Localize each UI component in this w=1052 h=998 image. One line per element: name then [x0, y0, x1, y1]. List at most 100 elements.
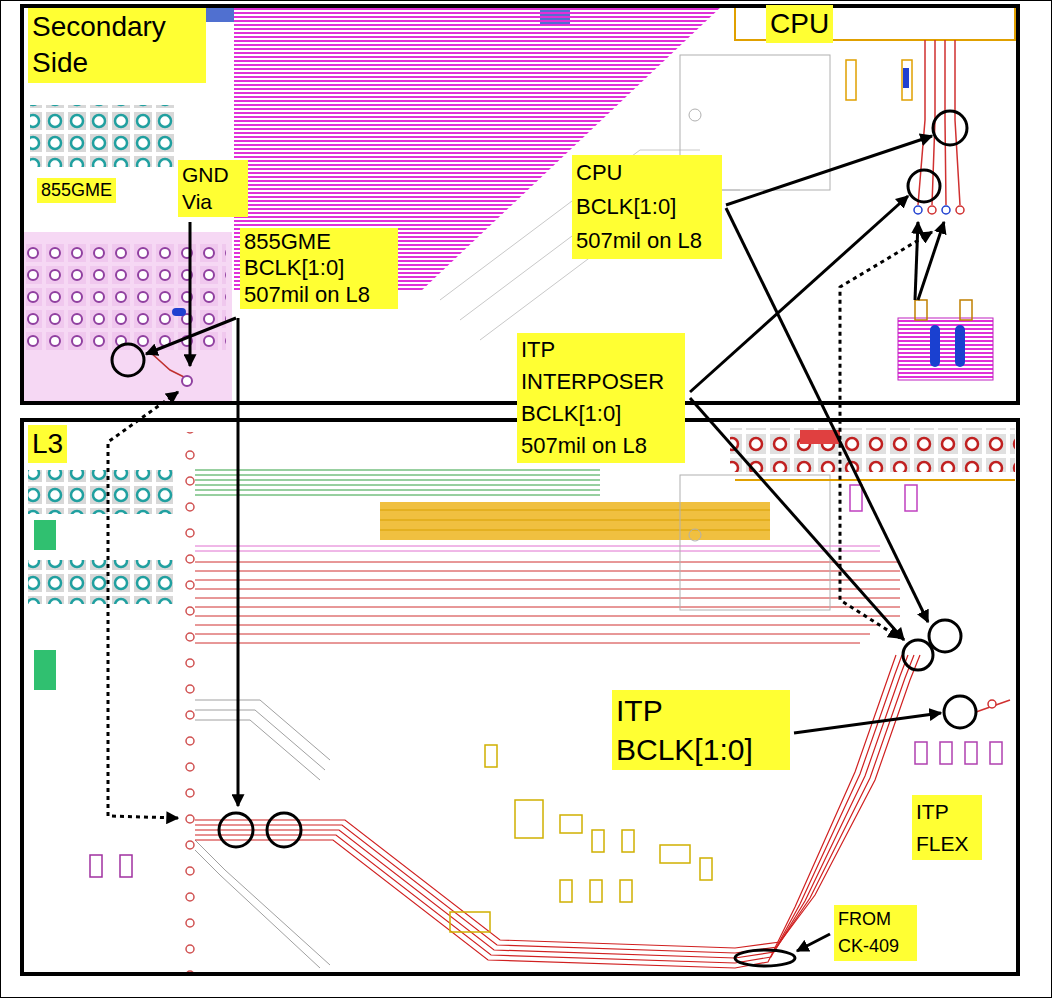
callout-circle — [112, 344, 144, 376]
leader-arrow — [237, 318, 240, 806]
via — [942, 206, 950, 214]
callout-ellipse — [735, 950, 795, 966]
component-pad — [560, 880, 572, 902]
pad — [172, 308, 186, 316]
via — [928, 206, 936, 214]
socket-outline — [735, 479, 1015, 481]
component-pad — [515, 800, 543, 838]
callout-label: 855GME — [37, 178, 116, 203]
pad — [955, 325, 965, 367]
callout-label: ITP BCLK[1:0] — [612, 690, 790, 770]
label-text: ITP FLEX — [916, 796, 978, 859]
label-text: L3 — [32, 426, 63, 462]
via — [914, 206, 922, 214]
chip-area — [22, 232, 232, 402]
leader-arrow — [797, 934, 830, 951]
leader-arrow — [690, 398, 904, 640]
leader-arrow — [794, 713, 941, 733]
callout-label: CPU — [766, 5, 833, 43]
connector-pad — [965, 742, 977, 764]
callout-circle — [903, 640, 933, 670]
trace — [976, 700, 1010, 712]
callout-label: CPU BCLK[1:0] 507mil on L8 — [572, 155, 722, 259]
component-pad — [120, 855, 132, 877]
pad — [34, 650, 56, 690]
component-pad — [592, 830, 604, 852]
mounting-hole — [689, 529, 701, 541]
callout-label: Secondary Side — [28, 8, 206, 83]
label-text: GND Via — [182, 161, 244, 216]
pad — [34, 520, 56, 550]
via-field — [730, 428, 1015, 472]
leader-arrow — [918, 222, 944, 300]
pad — [903, 68, 909, 88]
component-pad — [485, 745, 497, 767]
callout-label: GND Via — [178, 160, 248, 217]
callout-label: ITP FLEX — [912, 795, 982, 860]
plane-hatch — [898, 318, 993, 380]
mounting-hole — [689, 109, 701, 121]
leader-arrow — [690, 196, 908, 392]
via-field — [28, 470, 173, 514]
trace — [440, 150, 740, 340]
clock-trace — [195, 655, 902, 963]
component-pad — [622, 830, 634, 852]
gnd-via — [182, 376, 192, 386]
via-column — [175, 432, 195, 972]
label-text: FROM CK-409 — [838, 906, 913, 960]
callout-circle — [267, 813, 301, 847]
callout-label: 855GME BCLK[1:0] 507mil on L8 — [240, 228, 398, 309]
component-pad — [90, 855, 102, 877]
label-text: CPU — [770, 6, 829, 42]
component-pad — [450, 912, 490, 932]
connector-pad — [915, 742, 927, 764]
leader-arrow — [146, 318, 236, 354]
connector-pad — [940, 742, 952, 764]
callout-circle — [933, 111, 967, 145]
label-text: 855GME — [41, 179, 112, 202]
label-text: Secondary Side — [32, 9, 202, 82]
pad — [905, 485, 917, 511]
label-text: ITP BCLK[1:0] — [616, 691, 786, 769]
callout-label: FROM CK-409 — [834, 905, 917, 961]
clock-trace — [195, 655, 920, 948]
callout-circle — [944, 696, 976, 728]
pad — [915, 300, 927, 320]
dotted-leader — [840, 232, 932, 638]
callout-label: ITP INTERPOSER BCLK[1:0] 507mil on L8 — [517, 333, 685, 463]
label-text: ITP INTERPOSER BCLK[1:0] 507mil on L8 — [521, 334, 681, 462]
trace-bundle — [195, 562, 900, 643]
pad — [960, 300, 972, 320]
callout-circle — [908, 170, 940, 202]
via — [956, 206, 964, 214]
leader-arrow — [915, 222, 918, 300]
clock-trace — [195, 655, 896, 968]
pad — [850, 485, 862, 511]
component-pad — [700, 858, 712, 880]
clock-trace — [195, 655, 908, 958]
clock-trace — [195, 655, 914, 953]
package-outline — [680, 475, 830, 610]
component-pad — [620, 880, 632, 902]
via-field — [30, 105, 175, 167]
trace-bundle — [195, 470, 600, 495]
trace-bundle — [195, 700, 330, 968]
dotted-leader — [108, 392, 178, 818]
via — [988, 700, 996, 708]
component-pad — [590, 880, 602, 902]
callout-circle — [929, 620, 961, 652]
plane-region — [380, 502, 770, 540]
label-text: 855GME BCLK[1:0] 507mil on L8 — [244, 229, 394, 308]
leader-arrow — [189, 222, 192, 366]
component-pad — [660, 845, 690, 863]
callout-label: L3 — [28, 425, 67, 463]
label-text: CPU BCLK[1:0] 507mil on L8 — [576, 156, 718, 258]
pad — [846, 60, 856, 100]
pad — [930, 325, 940, 367]
via-field — [28, 560, 173, 604]
trace-bundle — [380, 510, 770, 530]
connector-pad — [990, 742, 1002, 764]
